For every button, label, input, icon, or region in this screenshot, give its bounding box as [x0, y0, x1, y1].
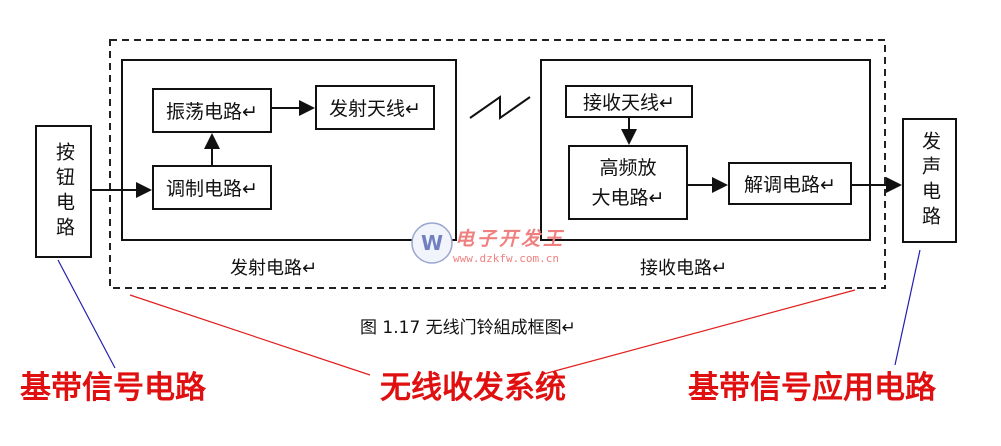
demodulator-block: 解调电路↵ [728, 162, 852, 205]
hf-amplifier-block: 高频放大电路↵ [568, 145, 688, 220]
oscillator-block: 振荡电路↵ [152, 88, 272, 133]
watermark-title: 电子开发王 [455, 228, 566, 250]
receive-antenna-block: 接收天线↵ [565, 85, 693, 118]
figure-caption: 图 1.17 无线门铃組成框图↵ [360, 318, 576, 338]
transmit-group-box [121, 59, 457, 241]
button-circuit-block: 按钮电路 [35, 125, 92, 258]
receive-group-box [540, 59, 871, 241]
transmit-antenna-block: 发射天线↵ [315, 85, 435, 130]
svg-text:W: W [421, 231, 443, 255]
transmit-group-label: 发射电路↵ [230, 258, 318, 279]
system-dashed-border [109, 39, 886, 289]
watermark-logo-icon [411, 222, 453, 264]
wireless-zigzag [469, 95, 531, 120]
modulator-block: 调制电路↵ [152, 165, 272, 210]
watermark-url: www.dzkfw.com.cn [453, 252, 559, 265]
baseband-label: 基带信号电路 [20, 370, 206, 406]
receive-group-label: 接收电路↵ [640, 258, 728, 279]
baseband-app-label: 基带信号应用电路 [688, 370, 936, 406]
wireless-label: 无线收发系统 [380, 370, 566, 406]
sound-circuit-block: 发声电路 [902, 118, 957, 243]
